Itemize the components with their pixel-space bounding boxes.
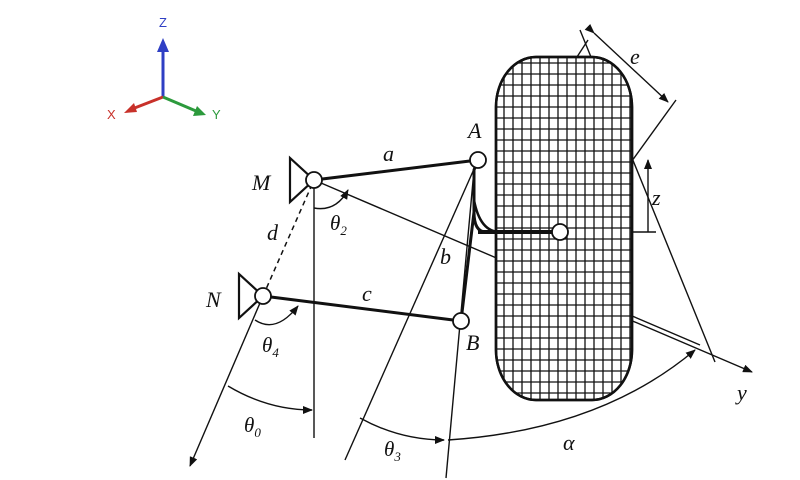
angle-arcs bbox=[227, 189, 696, 444]
alpha-arc bbox=[447, 349, 696, 441]
upright-bracket bbox=[472, 199, 501, 234]
label-a: a bbox=[383, 141, 394, 166]
reference-lines bbox=[189, 23, 753, 479]
label-N: N bbox=[205, 287, 222, 312]
link-d-dashed bbox=[262, 179, 315, 297]
label-theta3: θ3 bbox=[384, 437, 401, 464]
label-B: B bbox=[466, 330, 479, 355]
link-c bbox=[261, 294, 463, 323]
label-b: b bbox=[440, 244, 451, 269]
x-axis-label: X bbox=[107, 107, 116, 122]
support-M-triangle bbox=[288, 155, 316, 205]
coordinate-axes-widget: Z X Y bbox=[107, 15, 221, 122]
joint-A bbox=[469, 151, 487, 169]
label-A: A bbox=[466, 118, 482, 143]
mechanism-links bbox=[261, 158, 501, 323]
diagram-labels: M N A B a b c d e z y α θ2 θ4 θ0 θ3 bbox=[205, 44, 747, 464]
joint-N bbox=[254, 287, 272, 305]
link-b-upright bbox=[459, 158, 488, 323]
y-axis-arrowhead bbox=[193, 106, 206, 116]
y-axis-line bbox=[162, 95, 197, 113]
joint-B bbox=[452, 312, 470, 330]
theta3-arc bbox=[359, 417, 445, 444]
label-y: y bbox=[735, 380, 747, 405]
tire-outline-overlay bbox=[494, 55, 634, 402]
joints bbox=[254, 151, 487, 330]
x-axis-arrowhead bbox=[124, 103, 137, 113]
line-N-direction bbox=[189, 295, 264, 467]
label-z: z bbox=[651, 185, 661, 210]
line-through-A bbox=[344, 159, 479, 461]
label-theta4: θ4 bbox=[262, 333, 279, 360]
label-theta0: θ0 bbox=[244, 413, 261, 440]
label-alpha: α bbox=[563, 430, 575, 455]
label-d: d bbox=[267, 220, 279, 245]
label-e: e bbox=[630, 44, 640, 69]
tire bbox=[478, 55, 634, 402]
theta4-arc bbox=[254, 305, 299, 326]
z-axis-arrowhead bbox=[157, 38, 169, 52]
support-M bbox=[288, 155, 316, 205]
joint-M bbox=[305, 171, 323, 189]
theta2-arc bbox=[313, 189, 349, 210]
link-a bbox=[312, 158, 480, 182]
theta0-arc bbox=[227, 385, 313, 414]
label-M: M bbox=[251, 170, 272, 195]
support-N bbox=[237, 271, 265, 321]
label-c: c bbox=[362, 281, 372, 306]
label-theta2: θ2 bbox=[330, 211, 347, 238]
x-axis-line bbox=[131, 95, 164, 111]
support-N-triangle bbox=[237, 271, 265, 321]
e-dimension-arrow bbox=[584, 23, 669, 103]
y-axis-label: Y bbox=[212, 107, 221, 122]
wheel-center-joint bbox=[551, 223, 569, 241]
z-axis-label: Z bbox=[159, 15, 167, 30]
